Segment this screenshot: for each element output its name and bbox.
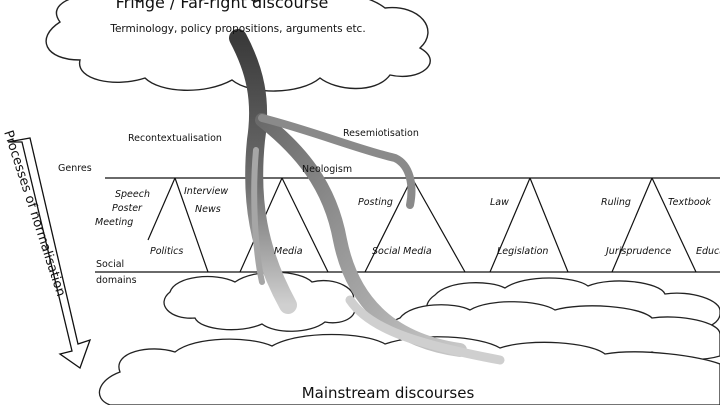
domain-media: Media — [274, 246, 303, 257]
genre-ruling: Ruling — [601, 197, 631, 208]
genre-speech: Speech — [115, 189, 150, 200]
social-domains-band — [95, 177, 720, 273]
genre-textbook: Textbook — [668, 197, 711, 208]
domain-education: Educa — [696, 246, 720, 257]
genre-poster: Poster — [112, 203, 143, 214]
domain-social-media: Social Media — [372, 246, 432, 257]
genre-news: News — [195, 204, 221, 215]
domain-jurisprudence: Jurisprudence — [604, 246, 671, 257]
genre-posting: Posting — [358, 197, 393, 208]
resemiotisation-label: Resemiotisation — [343, 128, 419, 139]
discourse-streams — [229, 29, 505, 365]
recontextualisation-label: Recontextualisation — [128, 133, 222, 144]
genres-label: Genres — [58, 163, 92, 174]
mainstream-clouds — [98, 271, 720, 405]
fringe-subtitle: Terminology, policy propositions, argume… — [109, 23, 365, 35]
neologism-label: Neologism — [302, 164, 352, 175]
fringe-title: Fringe / Far-right discourse — [116, 0, 329, 12]
genre-meeting: Meeting — [95, 217, 133, 228]
genre-law: Law — [490, 197, 509, 208]
mainstream-title: Mainstream discourses — [302, 384, 475, 402]
domain-politics: Politics — [150, 246, 183, 257]
normalisation-arrow — [7, 137, 92, 370]
genre-interview: Interview — [184, 186, 228, 197]
domain-legislation: Legislation — [497, 246, 548, 257]
